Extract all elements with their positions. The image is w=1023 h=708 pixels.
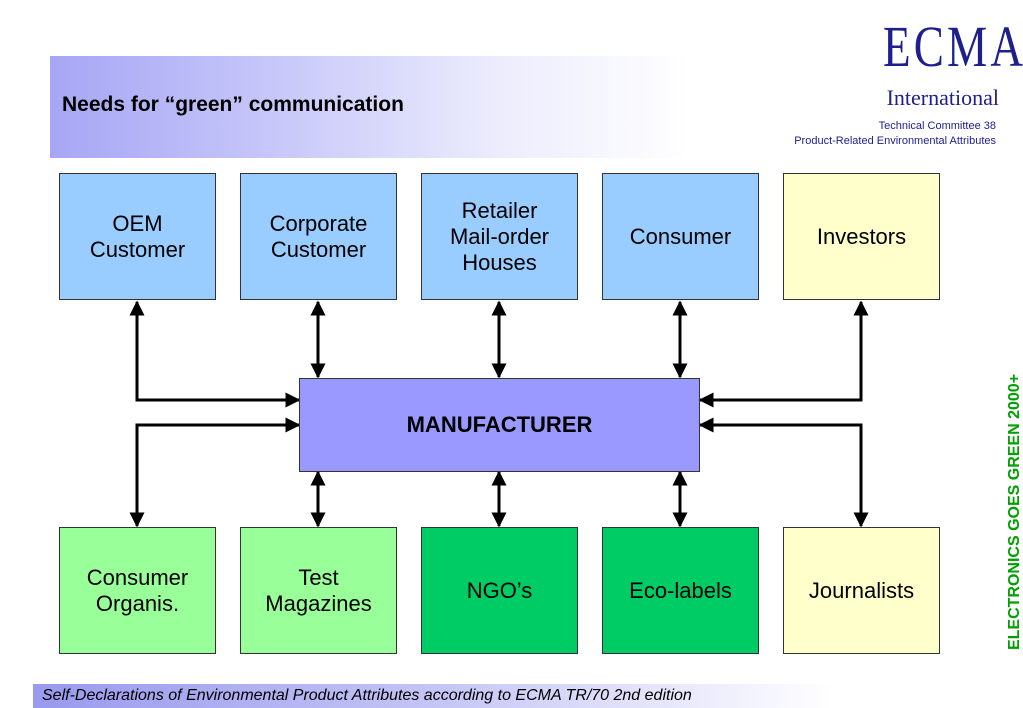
title-band xyxy=(50,56,690,158)
box-journalists: Journalists xyxy=(783,527,940,654)
box-consumer: Consumer xyxy=(602,173,759,300)
page-title: Needs for “green” communication xyxy=(62,93,404,116)
arrow-oem-manufacturer xyxy=(129,300,301,408)
box-consumer-organis: Consumer Organis. xyxy=(59,527,216,654)
arrow-investors-manufacturer xyxy=(698,300,869,408)
ecma-international-label: International xyxy=(886,85,999,110)
box-eco-labels: Eco-labels xyxy=(602,527,759,654)
box-test-magazines: Test Magazines xyxy=(240,527,397,654)
box-manufacturer: MANUFACTURER xyxy=(299,378,700,472)
arrow-manufacturer-consumer-organis xyxy=(129,417,301,528)
ecma-logo: ECMA xyxy=(883,14,1023,79)
footer-band xyxy=(33,684,833,708)
footer-text: Self-Declarations of Environmental Produ… xyxy=(42,687,692,704)
box-retailer-mail-order: Retailer Mail-order Houses xyxy=(421,173,578,300)
side-banner-text: ELECTRONICS GOES GREEN 2000+ xyxy=(1006,373,1023,651)
arrow-manufacturer-journalists xyxy=(698,417,869,528)
committee-topic-label: Product-Related Environmental Attributes xyxy=(794,135,996,147)
box-investors: Investors xyxy=(783,173,940,300)
box-oem-customer: OEM Customer xyxy=(59,173,216,300)
committee-label: Technical Committee 38 xyxy=(878,120,996,132)
box-ngos: NGO’s xyxy=(421,527,578,654)
box-corporate-customer: Corporate Customer xyxy=(240,173,397,300)
